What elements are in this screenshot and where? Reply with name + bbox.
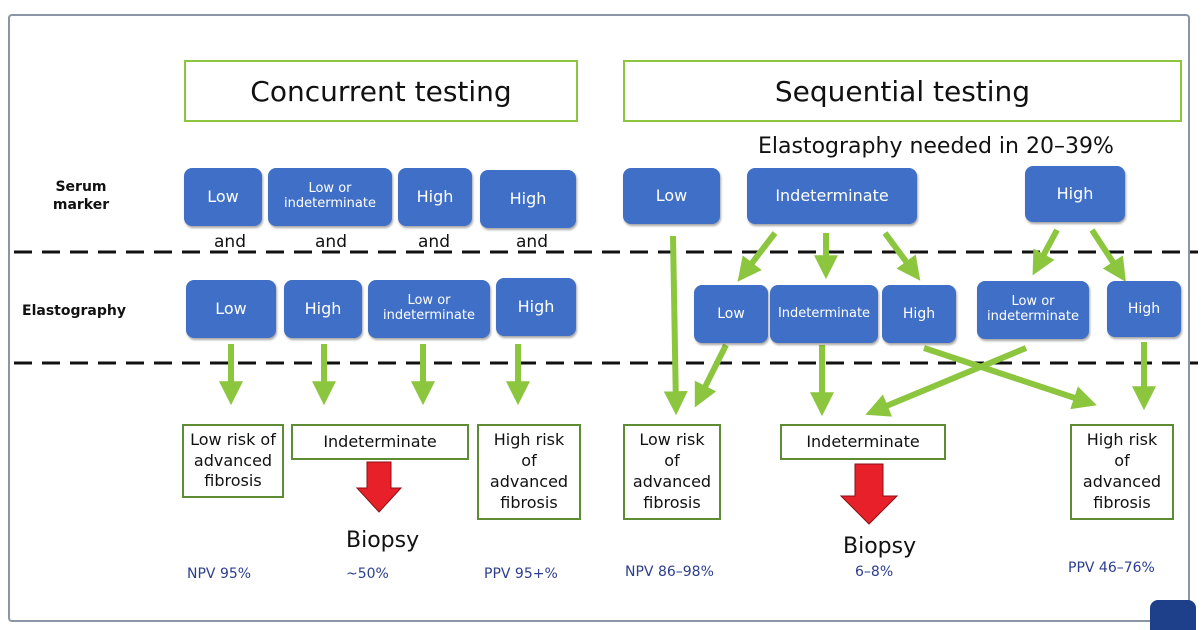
- conc-outcome-high-risk: High risk of advanced fibrosis: [477, 424, 581, 520]
- seq-outcome-low-risk: Low risk of advanced fibrosis: [623, 424, 721, 520]
- and-label: and: [315, 232, 347, 252]
- seq-elasto-indeterminate: Indeterminate: [770, 285, 878, 343]
- conc-elasto-high-2: High: [496, 278, 576, 336]
- conc-stat-ppv: PPV 95+%: [484, 566, 558, 582]
- seq-outcome-high-risk: High risk of advanced fibrosis: [1070, 424, 1174, 520]
- conc-biopsy-label: Biopsy: [346, 528, 420, 553]
- arrow-seq-high-lowind: [1032, 228, 1060, 276]
- biopsy-arrow-concurrent: [355, 461, 403, 513]
- seq-serum-high: High: [1025, 166, 1125, 222]
- seq-serum-low: Low: [623, 168, 720, 224]
- and-label: and: [516, 232, 548, 252]
- conc-outcome-low-risk: Low risk of advanced fibrosis: [182, 424, 284, 498]
- conc-stat-biopsy-rate: ~50%: [346, 566, 389, 582]
- sequential-testing-header: Sequential testing: [623, 60, 1182, 122]
- seq-stat-npv: NPV 86–98%: [625, 564, 714, 580]
- arrow-seq-elow-low: [694, 343, 729, 408]
- seq-elasto-low-or-indeterminate: Low or indeterminate: [977, 281, 1089, 339]
- conc-serum-low-or-indeterminate: Low or indeterminate: [268, 168, 392, 226]
- conc-serum-low: Low: [184, 168, 262, 226]
- seq-stat-biopsy-rate: 6–8%: [855, 564, 894, 580]
- arrow-seq-ehigh-high: [923, 345, 1097, 410]
- elastography-needed-note: Elastography needed in 20–39%: [758, 134, 1114, 159]
- arrow-seq-elowind-ind: [865, 345, 1028, 417]
- publisher-logo: [1150, 600, 1196, 630]
- arrow-seq-ind-high: [882, 231, 921, 281]
- slide-frame: [8, 14, 1190, 622]
- arrow-seq-low-direct: [663, 235, 688, 416]
- conc-stat-npv: NPV 95%: [187, 566, 252, 582]
- arrow-seq-high-high: [1089, 228, 1126, 283]
- seq-outcome-indeterminate: Indeterminate: [780, 424, 946, 460]
- conc-outcome-indeterminate: Indeterminate: [291, 424, 469, 460]
- and-label: and: [418, 232, 450, 252]
- seq-serum-indeterminate: Indeterminate: [747, 168, 917, 224]
- conc-elasto-high: High: [284, 280, 362, 338]
- elastography-label: Elastography: [22, 303, 126, 319]
- and-label: and: [214, 232, 246, 252]
- concurrent-testing-header: Concurrent testing: [184, 60, 578, 122]
- seq-elasto-low: Low: [694, 285, 768, 343]
- conc-elasto-low: Low: [186, 280, 276, 338]
- biopsy-arrow-sequential: [839, 463, 899, 525]
- arrow-seq-ind-low: [737, 231, 778, 282]
- seq-elasto-high: High: [882, 285, 956, 343]
- conc-serum-high-1: High: [398, 168, 472, 226]
- seq-stat-ppv: PPV 46–76%: [1068, 560, 1155, 576]
- conc-elasto-low-or-indeterminate: Low or indeterminate: [368, 280, 490, 338]
- serum-marker-label: Serum marker: [52, 179, 110, 214]
- seq-biopsy-label: Biopsy: [843, 534, 917, 559]
- conc-serum-high-2: High: [480, 170, 576, 228]
- seq-elasto-high-2: High: [1107, 281, 1181, 337]
